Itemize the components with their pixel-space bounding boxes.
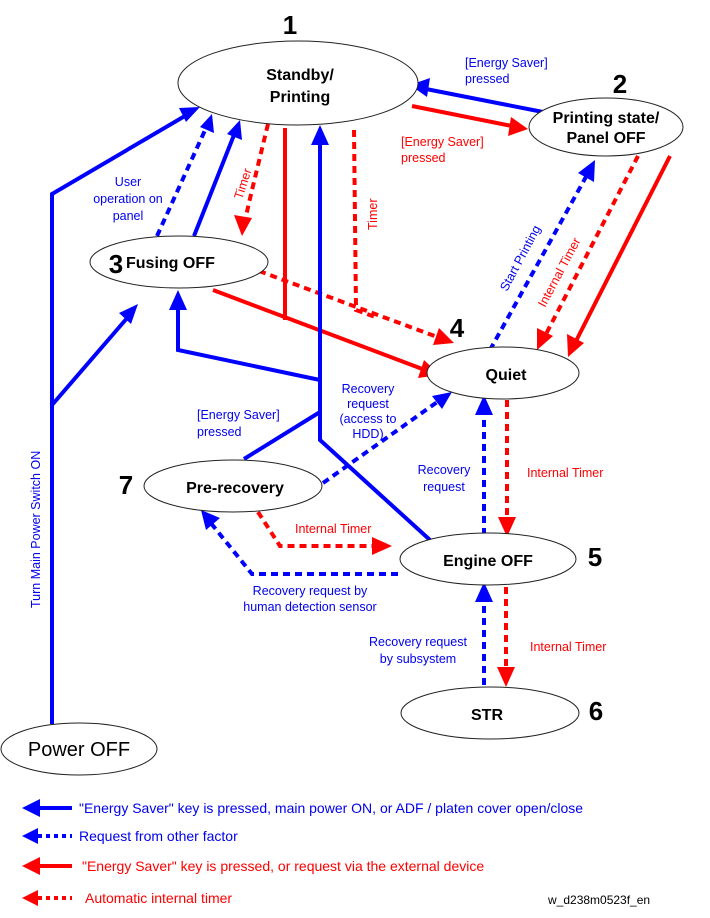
node-label: Standby/ [266, 67, 334, 84]
arrow-left-icon [22, 890, 38, 906]
edge-label: pressed [401, 151, 446, 165]
node-label: Panel OFF [566, 130, 645, 147]
legend-item-solid-blue: "Energy Saver" key is pressed, main powe… [22, 799, 583, 817]
edge-fusing-off-to-standby [192, 120, 242, 237]
node-label: Quiet [486, 367, 528, 384]
edge-power-off-to-standby [50, 107, 200, 724]
node-power-off[interactable]: Power OFF [0, 722, 158, 776]
legend-item-dashed-red: Automatic internal timer [22, 890, 232, 906]
edge-label: request [423, 480, 465, 494]
edge-standby-to-quiet-timer [352, 129, 379, 320]
legend-item-dashed-blue: Request from other factor [22, 828, 238, 844]
node-label: Printing [270, 89, 330, 106]
node-quiet[interactable]: Quiet 4 [426, 313, 580, 400]
edge-panel-off-to-quiet [567, 155, 672, 357]
edge-label: Internal Timer [535, 235, 583, 309]
node-label: Printing state/ [553, 110, 660, 127]
legend-text: Request from other factor [79, 828, 238, 844]
edge-label: [Energy Saver] [197, 408, 280, 422]
edge-label: Recovery [342, 382, 396, 396]
edge-label: panel [113, 209, 144, 223]
edge-pre-recovery-to-engine-off [256, 510, 392, 555]
legend-text: Automatic internal timer [85, 890, 232, 906]
edge-engine-off-to-pre-recovery [201, 510, 398, 576]
edge-engine-off-to-quiet [475, 395, 493, 535]
edge-label: Turn Main Power Switch ON [29, 451, 43, 608]
legend: "Energy Saver" key is pressed, main powe… [22, 799, 583, 906]
node-number: 1 [283, 10, 297, 40]
legend-item-solid-red: "Energy Saver" key is pressed, or reques… [22, 857, 484, 875]
node-number: 4 [450, 313, 465, 343]
node-engine-off[interactable]: Engine OFF 5 [399, 532, 602, 586]
edge-label: Timer [366, 199, 380, 230]
edge-label: Start Printing [497, 223, 543, 293]
edge-panel-off-to-standby [410, 78, 544, 114]
edge-label: operation on [93, 192, 163, 206]
edge-label: Recovery request by [253, 584, 368, 598]
edge-to-fusing-off-from-quiet [169, 290, 321, 382]
edge-pre-recovery-to-quiet [321, 392, 452, 485]
edge-label: Recovery [418, 463, 472, 477]
node-number: 3 [109, 249, 123, 279]
edge-label: by subsystem [380, 652, 456, 666]
edge-panel-off-to-quiet-timer [537, 155, 640, 350]
legend-text: "Energy Saver" key is pressed, or reques… [82, 858, 484, 874]
node-number: 5 [588, 542, 602, 572]
edge-power-off-to-fusing-off [50, 304, 138, 407]
node-panel-off[interactable]: Printing state/ Panel OFF 2 [528, 69, 684, 157]
edge-engine-off-to-str [497, 587, 515, 687]
node-pre-recovery[interactable]: Pre-recovery 7 [119, 459, 323, 513]
arrow-left-icon [22, 799, 40, 817]
edge-quiet-to-engine-off [498, 400, 516, 537]
edge-label: Internal Timer [530, 640, 606, 654]
edge-pre-recovery-to-standby [242, 410, 322, 461]
edge-label: HDD) [352, 427, 383, 441]
edge-str-to-engine-off [475, 582, 493, 685]
arrow-left-icon [22, 857, 40, 875]
edge-quiet-to-panel-off [488, 160, 595, 351]
node-standby-printing[interactable]: Standby/ Printing 1 [177, 10, 419, 126]
node-label: STR [471, 707, 503, 724]
edge-label: [Energy Saver] [401, 135, 484, 149]
edge-label: (access to [340, 412, 397, 426]
edge-label: pressed [465, 72, 510, 86]
edge-fusing-off-to-standby-user [155, 114, 214, 237]
node-label: Pre-recovery [186, 480, 284, 497]
node-label: Fusing OFF [126, 255, 215, 272]
edge-standby-to-panel-off [411, 104, 528, 136]
legend-text: "Energy Saver" key is pressed, main powe… [79, 800, 583, 816]
edge-fusing-off-to-quiet-timer [258, 269, 454, 345]
edge-engine-off-to-standby [311, 125, 432, 542]
edge-label: [Energy Saver] [465, 56, 548, 70]
node-label: Engine OFF [443, 553, 533, 570]
edge-label: Internal Timer [295, 522, 371, 536]
node-label: Power OFF [28, 739, 130, 761]
edge-label: human detection sensor [243, 600, 376, 614]
node-number: 7 [119, 470, 133, 500]
node-number: 2 [613, 69, 627, 99]
node-str[interactable]: STR 6 [400, 686, 603, 740]
edge-label: Internal Timer [527, 466, 603, 480]
edge-label: User [115, 175, 141, 189]
figure-id: w_d238m0523f_en [547, 893, 650, 907]
edge-label: Recovery request [369, 635, 467, 649]
node-fusing-off[interactable]: 3 Fusing OFF [89, 235, 269, 289]
node-number: 6 [589, 696, 603, 726]
edge-label: pressed [197, 425, 242, 439]
edge-standby-to-fusing-off-timer [234, 123, 270, 236]
arrow-left-icon [22, 828, 38, 844]
edge-label: request [347, 397, 389, 411]
